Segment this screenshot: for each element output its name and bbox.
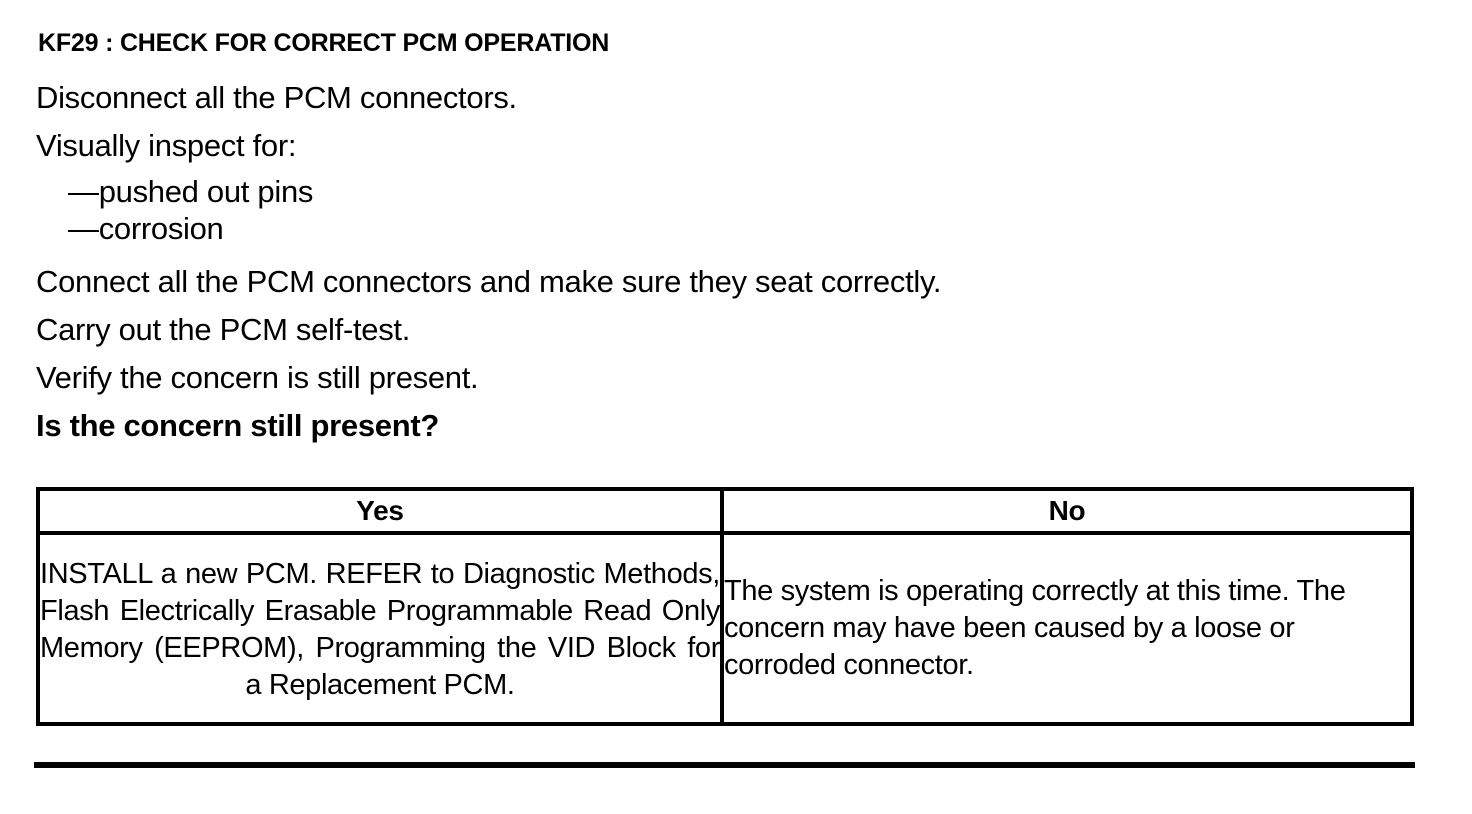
list-item: —corrosion [68,211,224,246]
table-cell-yes-text: INSTALL a new PCM. REFER to Diagnostic M… [40,558,720,701]
page-title: KF29 : CHECK FOR CORRECT PCM OPERATION [38,29,610,57]
table-header-no: No [720,487,1414,535]
list-item: —pushed out pins [68,174,314,209]
table-header-row: Yes No [36,487,1414,535]
table-cell-yes: INSTALL a new PCM. REFER to Diagnostic M… [36,531,724,726]
footer-rule [34,762,1415,768]
instruction-line: Connect all the PCM connectors and make … [36,264,942,299]
spacer [36,247,1416,258]
instruction-line: Verify the concern is still present. [36,360,479,395]
table-cell-no: The system is operating correctly at thi… [720,531,1414,726]
instruction-line: Visually inspect for: [36,128,297,163]
inspect-item-list: —pushed out pins —corrosion [36,173,1416,247]
table-row: INSTALL a new PCM. REFER to Diagnostic M… [36,531,1414,726]
table-cell-no-text: The system is operating correctly at thi… [724,575,1346,681]
instruction-line: Disconnect all the PCM connectors. [36,80,517,115]
instruction-line: Carry out the PCM self-test. [36,312,411,347]
decision-question: Is the concern still present? [36,408,440,443]
table-header-yes: Yes [36,487,724,535]
instruction-block: Disconnect all the PCM connectors. Visua… [36,74,1416,450]
decision-table: Yes No INSTALL a new PCM. REFER to Diagn… [36,487,1414,726]
